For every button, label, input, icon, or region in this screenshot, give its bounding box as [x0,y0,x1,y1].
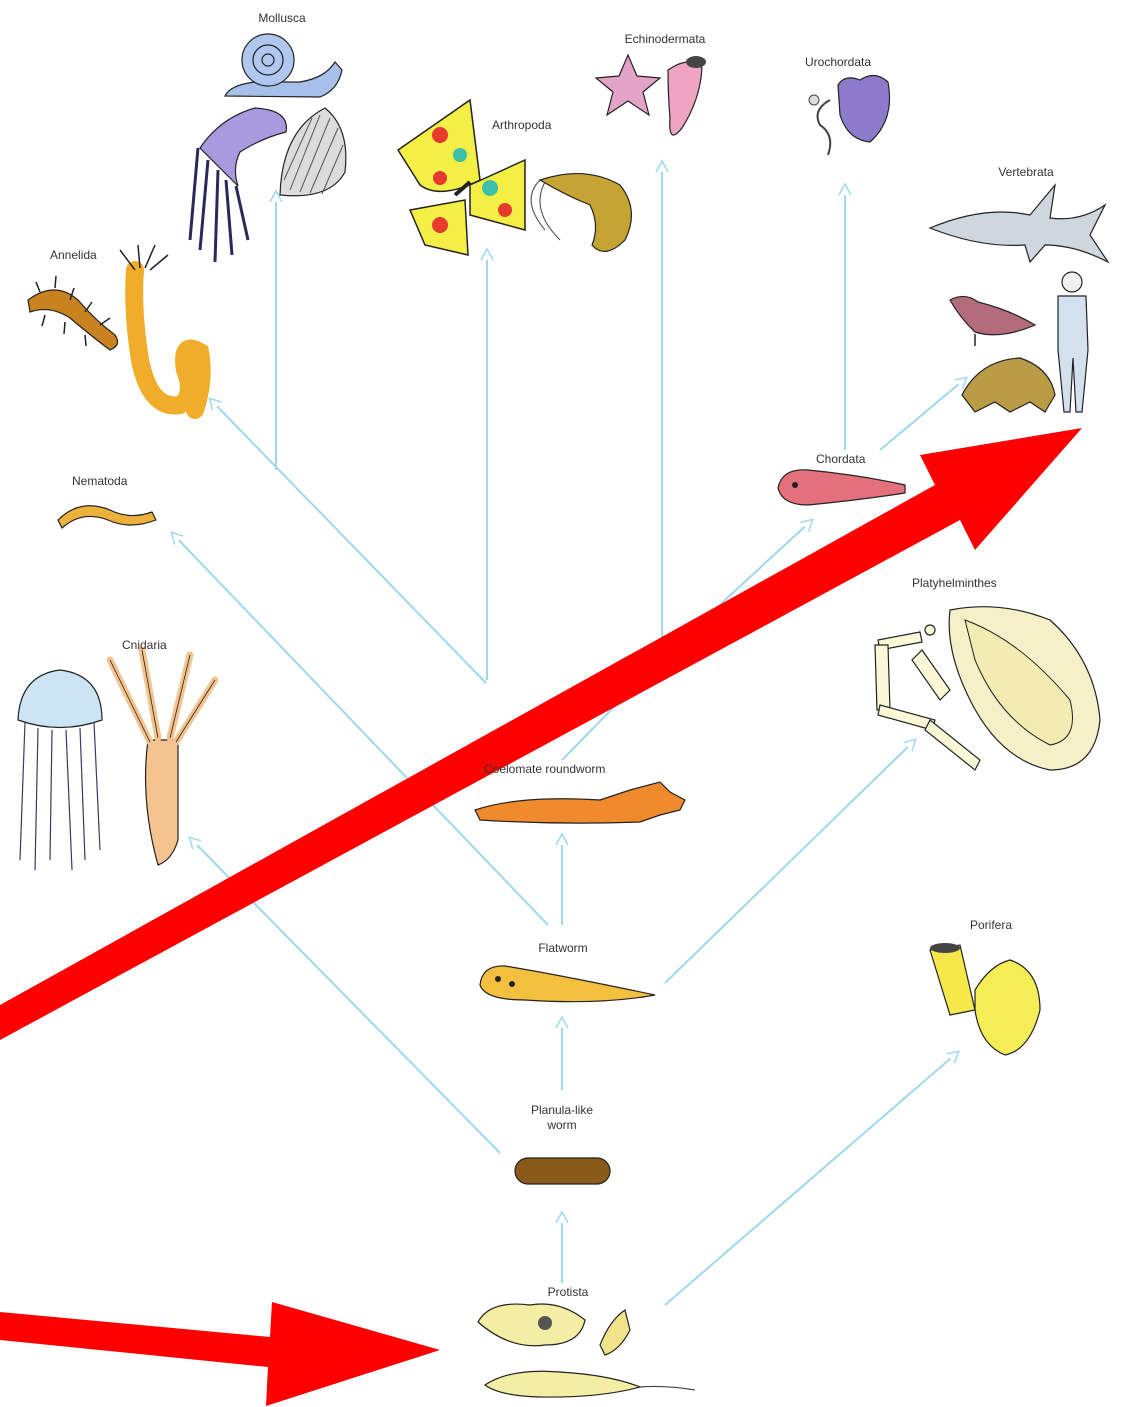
label-coelomate-roundworm: Coelomate roundworm [484,762,605,776]
label-platyhelminthes: Platyhelminthes [912,576,997,590]
planula-worm-illustration [515,1158,610,1184]
clam-illustration [280,108,346,196]
label-echinodermata: Echinodermata [625,32,706,46]
sea-cucumber-illustration [668,56,706,135]
tadpole-chordate-illustration [778,470,905,505]
fluke-illustration [949,607,1100,770]
branch-lines [172,162,966,1305]
branch-flatworm-platyhelminthes [665,740,915,983]
label-arthropoda: Arthropoda [492,118,551,132]
hydra-illustration [110,650,215,865]
label-planula-like-worm-line2: worm [547,1118,576,1132]
bird-illustration [950,296,1035,346]
branch-chordata-vertebrata [880,378,966,450]
human-illustration [1058,272,1088,412]
tube-worm-illustration [120,245,202,410]
branch-coelomate-annelida [210,399,486,683]
shrimp-illustration [531,174,631,252]
coelomate-roundworm-illustration [475,782,685,823]
starfish-illustration [596,55,660,115]
label-cnidaria: Cnidaria [122,638,167,652]
label-urochordata: Urochordata [805,55,871,69]
label-porifera: Porifera [970,918,1012,932]
protists-illustration [478,1304,695,1397]
sponge-illustration [930,943,1040,1055]
tunicate-illustration [809,75,890,155]
jellyfish-illustration [18,670,102,870]
label-chordata: Chordata [816,452,865,466]
shark-illustration [930,185,1108,262]
squid-illustration [190,108,286,262]
label-nematoda: Nematoda [72,474,127,488]
branch-protista-porifera [665,1052,958,1305]
arrow-to-protista [0,1302,440,1406]
flatworm-illustration [480,966,655,1002]
branch-flatworm-nematoda [172,533,548,925]
label-mollusca: Mollusca [258,11,305,25]
segmented-worm-illustration [28,276,118,350]
turtle-illustration [962,358,1055,412]
label-protista: Protista [548,1285,589,1299]
roundworm-illustration [58,506,156,528]
label-annelida: Annelida [50,248,97,262]
snail-illustration [225,34,342,97]
label-vertebrata: Vertebrata [998,165,1053,179]
label-flatworm: Flatworm [538,941,587,955]
label-planula-like-worm-line1: Planula-like [531,1103,593,1117]
